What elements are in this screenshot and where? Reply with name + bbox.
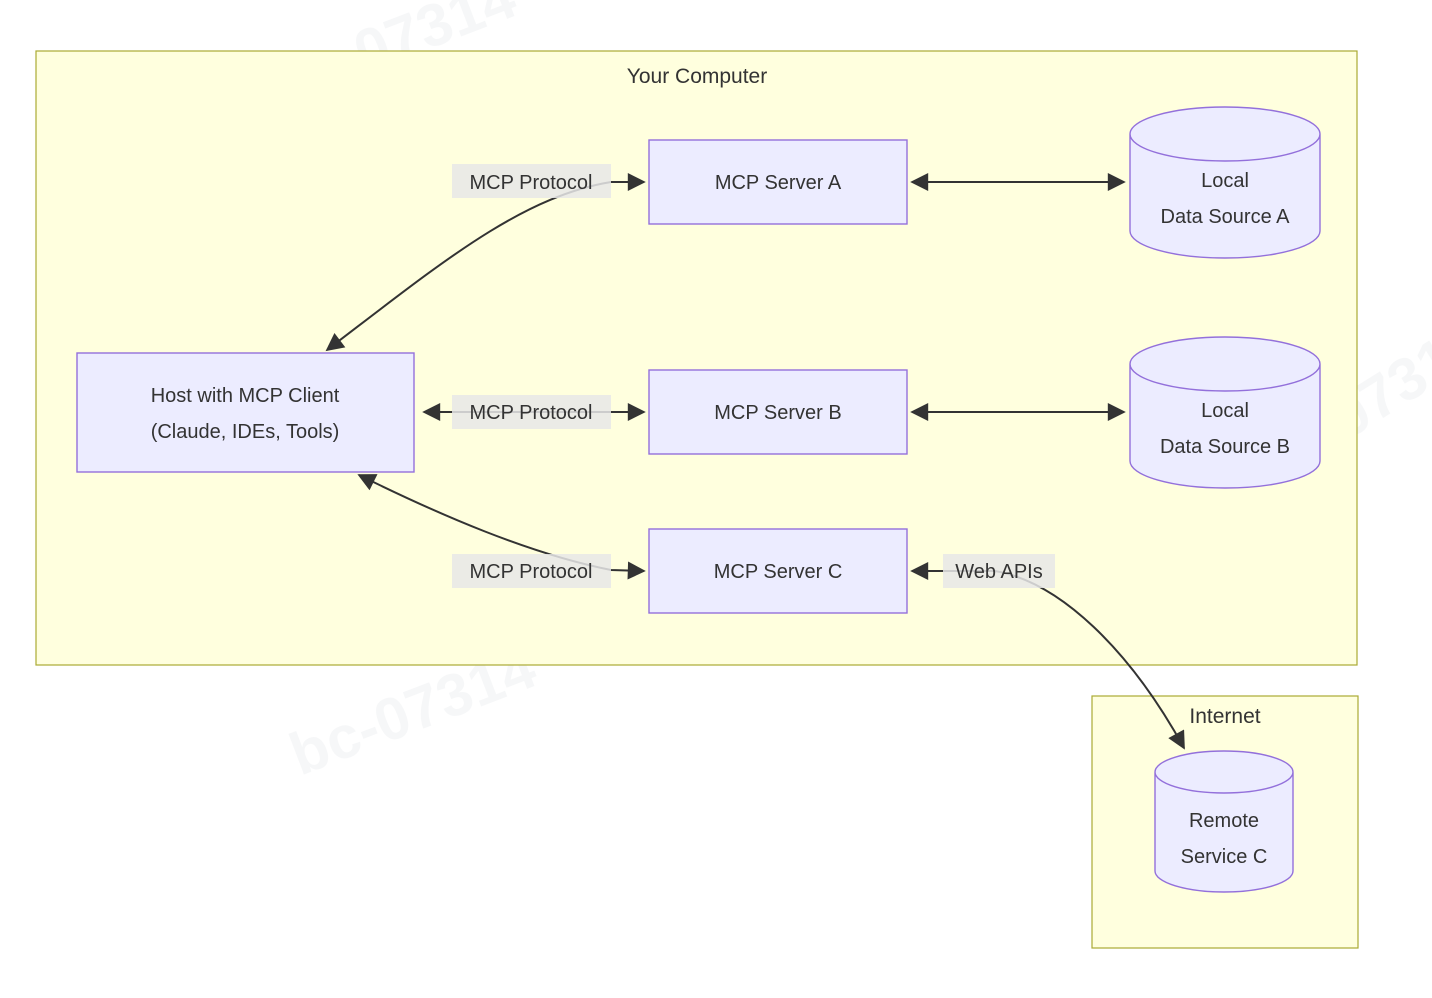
node-host: Host with MCP Client (Claude, IDEs, Tool… [76, 352, 415, 473]
edge-label-mcp-protocol-c: MCP Protocol [452, 554, 611, 588]
cylinder-shape [1154, 750, 1294, 893]
edge-label-bg [452, 164, 611, 198]
node-remote-service-c: Remote Service C [1154, 750, 1294, 893]
node-local-data-source-b: Local Data Source B [1129, 336, 1321, 489]
node-data-b-label-line2: Data Source B [1160, 436, 1290, 458]
edge-label-text: MCP Protocol [469, 561, 592, 583]
edge-label-text: Web APIs [955, 561, 1042, 583]
edge-label-mcp-protocol-a: MCP Protocol [452, 164, 611, 198]
edge-label-bg [452, 395, 611, 429]
cluster-your-computer-title: Your Computer [627, 65, 767, 88]
edge-label-bg [943, 554, 1055, 588]
cylinder-shape [1129, 336, 1321, 489]
node-mcp-server-b-label: MCP Server B [714, 402, 841, 424]
node-mcp-server-b: MCP Server B [648, 369, 908, 455]
edge-label-text: MCP Protocol [469, 172, 592, 194]
node-host-box [76, 352, 415, 473]
node-mcp-server-c-box [648, 528, 908, 614]
edge-label-bg [452, 554, 611, 588]
node-remote-c-label-line1: Remote [1189, 810, 1259, 832]
node-mcp-server-a-label: MCP Server A [715, 172, 842, 194]
node-mcp-server-b-box [648, 369, 908, 455]
node-data-b-label-line1: Local [1201, 400, 1249, 422]
edge-label-mcp-protocol-b: MCP Protocol [452, 395, 611, 429]
node-remote-c-label-line2: Service C [1181, 846, 1268, 868]
cluster-internet-title: Internet [1189, 705, 1260, 728]
node-mcp-server-c: MCP Server C [648, 528, 908, 614]
node-mcp-server-c-label: MCP Server C [714, 561, 843, 583]
node-mcp-server-a-box [648, 139, 908, 225]
node-host-label-line1: Host with MCP Client [151, 385, 340, 407]
cylinder-shape [1129, 106, 1321, 259]
node-local-data-source-a: Local Data Source A [1129, 106, 1321, 259]
node-host-label-line2: (Claude, IDEs, Tools) [151, 421, 340, 443]
node-mcp-server-a: MCP Server A [648, 139, 908, 225]
node-data-a-label-line1: Local [1201, 170, 1249, 192]
node-data-a-label-line2: Data Source A [1161, 206, 1291, 228]
edge-label-web-apis: Web APIs [943, 554, 1055, 588]
edge-label-text: MCP Protocol [469, 402, 592, 424]
